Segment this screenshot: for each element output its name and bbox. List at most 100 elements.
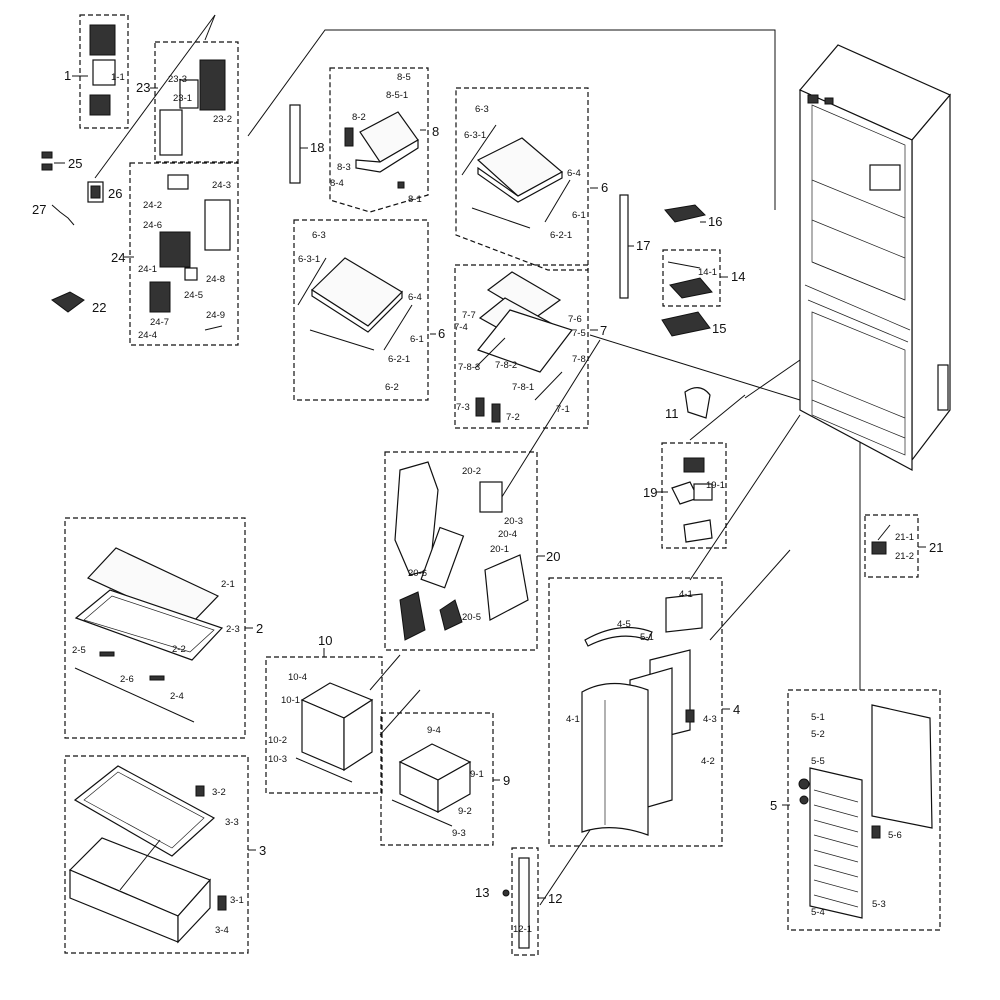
- group-19-box: [656, 442, 727, 549]
- label-12: 12: [548, 891, 562, 906]
- label-2-3: 2-3: [226, 624, 240, 635]
- label-9: 9: [503, 773, 510, 788]
- label-24-3: 24-3: [212, 180, 231, 191]
- label-23: 23: [136, 80, 150, 95]
- label-7-1: 7-1: [556, 404, 570, 415]
- label-5: 5: [770, 798, 777, 813]
- group-21-box: [864, 514, 926, 578]
- label-20-6: 20-6: [408, 568, 427, 579]
- label-6-3-upper: 6-3: [475, 104, 489, 115]
- label-10-1: 10-1: [281, 695, 300, 706]
- label-20-1: 20-1: [490, 544, 509, 555]
- label-7-2: 7-2: [506, 412, 520, 423]
- group-3-box: [64, 755, 256, 954]
- group-9-box: [380, 712, 500, 846]
- label-16: 16: [708, 214, 722, 229]
- label-20: 20: [546, 549, 560, 564]
- group-5-box: [782, 689, 941, 931]
- label-9-1: 9-1: [470, 769, 484, 780]
- label-23-2: 23-2: [213, 114, 232, 125]
- label-10: 10: [318, 633, 332, 648]
- label-6-2-1-upper: 6-2-1: [550, 230, 572, 241]
- label-5-1-door: 5-1: [640, 632, 654, 643]
- label-24-2: 24-2: [143, 200, 162, 211]
- part-18: [289, 104, 308, 184]
- label-24-6: 24-6: [143, 220, 162, 231]
- refrigerator-cabinet: [799, 44, 951, 472]
- group-6-lower-box: [293, 219, 436, 401]
- label-8-5: 8-5: [397, 72, 411, 83]
- label-14-1: 14-1: [698, 267, 717, 278]
- label-27: 27: [32, 202, 46, 217]
- group-20-box: [384, 451, 545, 651]
- label-5-6: 5-6: [888, 830, 902, 841]
- label-13: 13: [475, 885, 489, 900]
- label-9-3: 9-3: [452, 828, 466, 839]
- label-6-1-lower: 6-1: [410, 334, 424, 345]
- label-23-1: 23-1: [173, 93, 192, 104]
- label-9-2: 9-2: [458, 806, 472, 817]
- label-20-2: 20-2: [462, 466, 481, 477]
- group-1-box: [72, 14, 129, 129]
- label-3-4: 3-4: [215, 925, 229, 936]
- label-10-4: 10-4: [288, 672, 307, 683]
- label-24-4: 24-4: [138, 330, 157, 341]
- label-4-1-top: 4-1: [679, 589, 693, 600]
- group-2-box: [64, 517, 253, 739]
- label-23-3: 23-3: [168, 74, 187, 85]
- label-10-2: 10-2: [268, 735, 287, 746]
- label-7-3: 7-3: [456, 402, 470, 413]
- label-12-1: 12-1: [513, 924, 532, 935]
- group-14-box: [662, 249, 728, 307]
- label-7-7: 7-7: [462, 310, 476, 321]
- label-2: 2: [256, 621, 263, 636]
- label-2-1: 2-1: [221, 579, 235, 590]
- part-11: [684, 387, 711, 419]
- label-5-5: 5-5: [811, 756, 825, 767]
- label-8-4: 8-4: [330, 178, 344, 189]
- part-25: [41, 151, 65, 171]
- part-16: [664, 204, 706, 223]
- label-7-8-2: 7-8-2: [495, 360, 517, 371]
- label-19: 19: [643, 485, 657, 500]
- label-6-4-lower: 6-4: [408, 292, 422, 303]
- label-2-6: 2-6: [120, 674, 134, 685]
- label-24-9: 24-9: [206, 310, 225, 321]
- label-4-3: 4-3: [703, 714, 717, 725]
- group-4-box: [548, 577, 730, 847]
- label-3-2: 3-2: [212, 787, 226, 798]
- connector-lines: [94, 14, 861, 906]
- group-8-box: [329, 67, 429, 213]
- label-8: 8: [432, 124, 439, 139]
- label-2-5: 2-5: [72, 645, 86, 656]
- label-6-2-1-lower: 6-2-1: [388, 354, 410, 365]
- label-4-5: 4-5: [617, 619, 631, 630]
- label-20-3: 20-3: [504, 516, 523, 527]
- group-7-box: [454, 264, 598, 429]
- label-24-7: 24-7: [150, 317, 169, 328]
- label-24-5: 24-5: [184, 290, 203, 301]
- label-18: 18: [310, 140, 324, 155]
- group-24-box: [124, 162, 239, 346]
- group-12-box: [502, 847, 546, 956]
- label-4-2: 4-2: [701, 756, 715, 767]
- part-26: [87, 181, 104, 203]
- label-20-5: 20-5: [462, 612, 481, 623]
- label-7-8: 7-8: [572, 354, 586, 365]
- group-6-upper-box: [455, 87, 598, 271]
- label-21: 21: [929, 540, 943, 555]
- label-20-4: 20-4: [498, 529, 517, 540]
- label-7-5: 7-5: [572, 328, 586, 339]
- label-24-8: 24-8: [206, 274, 225, 285]
- group-10-box: [265, 648, 383, 794]
- label-1: 1: [64, 68, 71, 83]
- label-7-8-3: 7-8-3: [458, 362, 480, 373]
- label-6-3-1-lower: 6-3-1: [298, 254, 320, 265]
- part-22: [51, 291, 85, 313]
- label-3-3: 3-3: [225, 817, 239, 828]
- label-6-upper: 6: [601, 180, 608, 195]
- group-23-box: [150, 41, 239, 163]
- label-21-2: 21-2: [895, 551, 914, 562]
- label-24: 24: [111, 250, 125, 265]
- label-7: 7: [600, 323, 607, 338]
